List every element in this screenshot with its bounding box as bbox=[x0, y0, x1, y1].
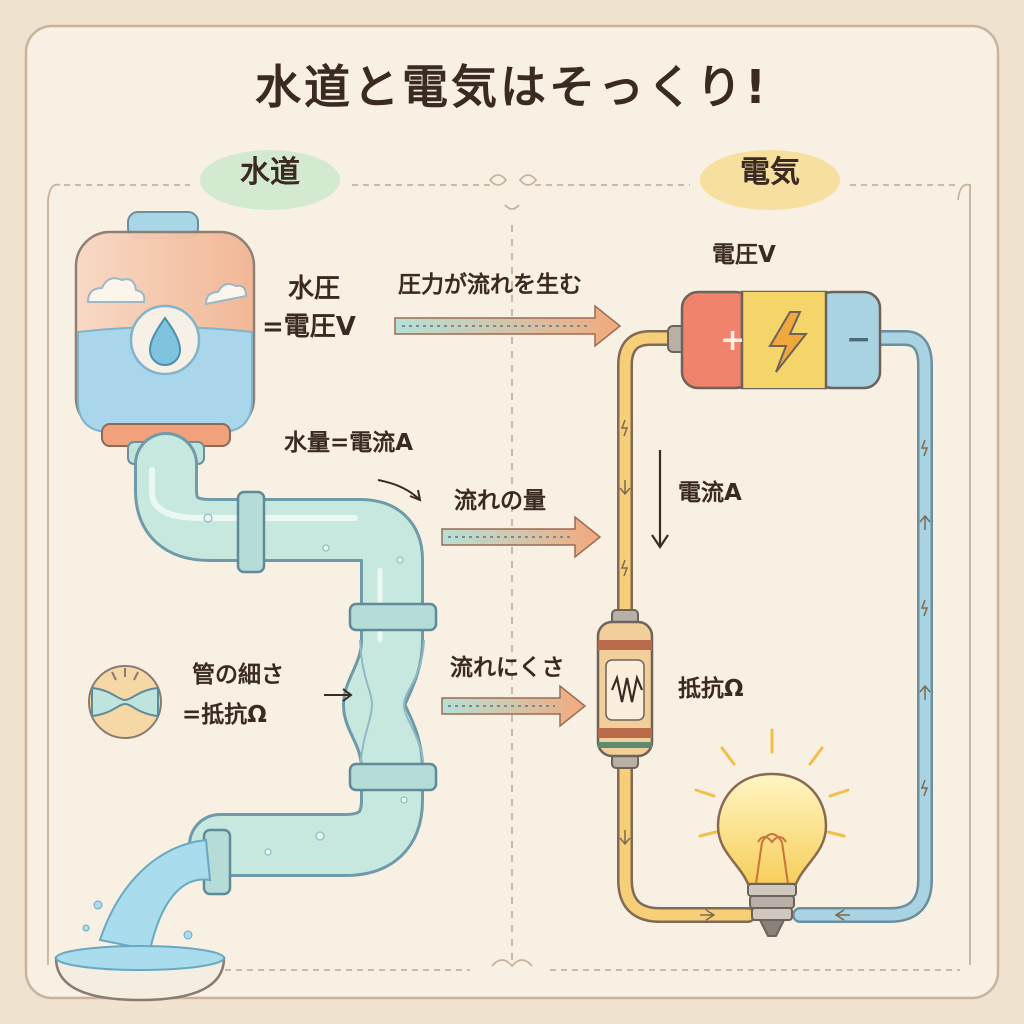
voltage-label: 電圧V bbox=[712, 242, 776, 268]
electric-section-header: 電気 bbox=[740, 155, 800, 190]
water-pressure-equivalence: =電圧V bbox=[262, 312, 356, 342]
bridge-arrow-pressure bbox=[394, 304, 622, 348]
water-amount-label: 水量=電流A bbox=[284, 430, 414, 456]
water-header-pill bbox=[200, 150, 340, 210]
resistor-icon bbox=[596, 609, 654, 769]
lightning-icon bbox=[768, 311, 809, 373]
battery bbox=[667, 290, 882, 390]
electric-header-pill bbox=[700, 150, 840, 210]
pipe-thinness-label: 管の細さ bbox=[192, 662, 284, 688]
water-tank bbox=[74, 211, 256, 465]
flow-difficulty-bridge-label: 流れにくさ bbox=[450, 655, 565, 681]
cloud-icon bbox=[204, 283, 248, 306]
water-pipe bbox=[134, 432, 425, 877]
pipe-bubbles bbox=[203, 513, 408, 856]
resistance-label: 抵抗Ω bbox=[678, 676, 744, 702]
wire-markers bbox=[619, 419, 931, 921]
section-dividers bbox=[47, 174, 971, 971]
narrow-pipe-icon bbox=[88, 665, 162, 739]
battery-minus-sign: − bbox=[846, 322, 872, 357]
pressure-bridge-label: 圧力が流れを生む bbox=[398, 272, 582, 298]
battery-plus-sign: + bbox=[720, 323, 746, 358]
cloud-icon bbox=[86, 277, 146, 303]
current-arrow bbox=[651, 450, 669, 549]
water-section-header: 水道 bbox=[240, 155, 300, 190]
page-title: 水道と電気はそっくり! bbox=[255, 60, 769, 114]
water-outflow bbox=[54, 838, 226, 1002]
bridge-arrow-flow-difficulty bbox=[441, 684, 587, 728]
water-drop-icon bbox=[148, 316, 182, 366]
pointer-arrows bbox=[324, 479, 422, 702]
water-pressure-label: 水圧 bbox=[288, 274, 341, 304]
flow-amount-bridge-label: 流れの量 bbox=[454, 488, 546, 514]
circuit-wires bbox=[617, 330, 933, 923]
bridge-arrow-flow-amount bbox=[441, 515, 602, 559]
current-label: 電流A bbox=[678, 480, 742, 506]
lightbulb-icon bbox=[694, 728, 850, 937]
pipe-thinness-equivalence: =抵抗Ω bbox=[182, 702, 267, 728]
